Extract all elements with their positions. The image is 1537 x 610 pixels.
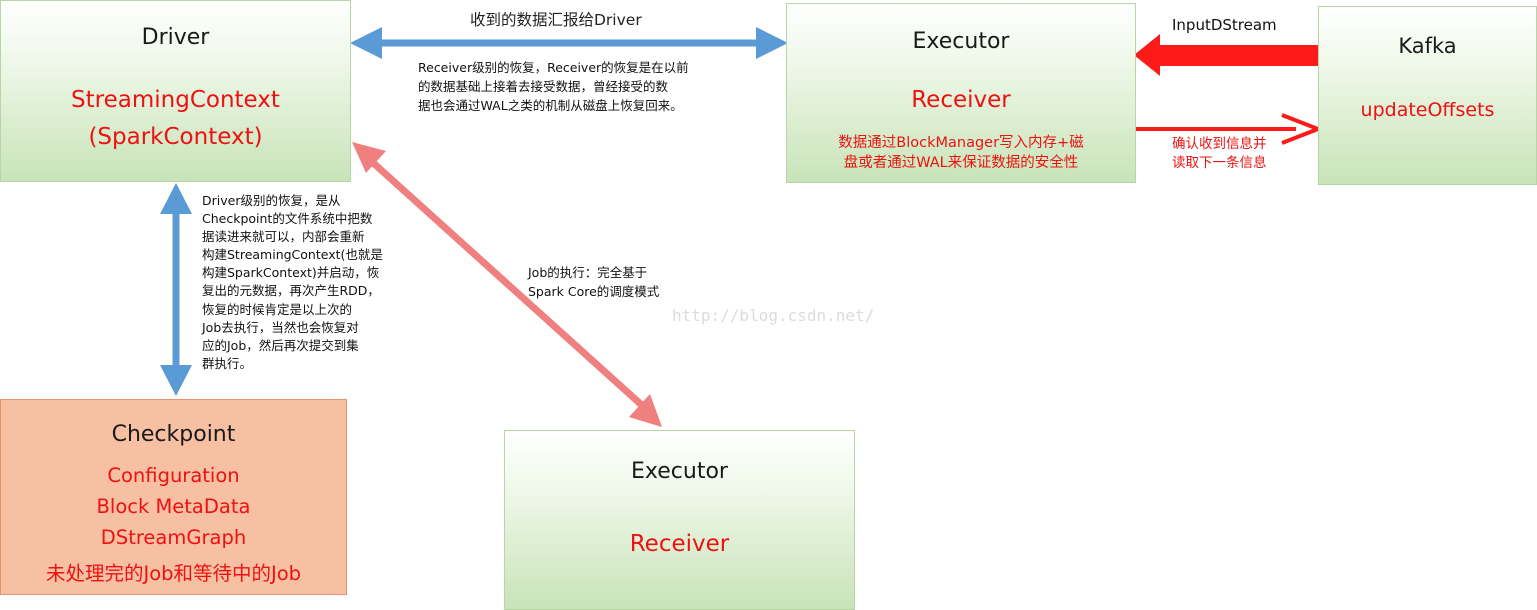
job-exec-line: Job的执行：完全基于 — [528, 265, 648, 280]
driver-recovery-line: 应的Job，然后再次提交到集 — [202, 337, 359, 353]
driver-recovery-line: 构建StreamingContext(也就是 — [202, 247, 383, 263]
checkpoint-item-dstreamgraph: DStreamGraph — [100, 526, 247, 549]
checkpoint-item-configuration: Configuration — [107, 464, 240, 487]
driver-recovery-line: 恢复的时候肯定是以上次的 — [202, 301, 353, 317]
input-dstream-label: InputDStream — [1172, 16, 1277, 34]
confirm-line: 读取下一条信息 — [1172, 155, 1267, 171]
confirm-note: 确认收到信息并 读取下一条信息 — [1172, 135, 1267, 173]
driver-recovery-line: 构建SparkContext)并启动，恢 — [202, 265, 380, 281]
driver-checkpoint-arrow — [160, 183, 192, 396]
driver-recovery-note: Driver级别的恢复，是从 Checkpoint的文件系统中把数 据读进来就可… — [202, 192, 383, 373]
executor-bottom-box: Executor Receiver — [504, 430, 855, 610]
executor-top-box: Executor Receiver 数据通过BlockManager写入内存+磁… — [786, 3, 1136, 183]
driver-recovery-line: 群执行。 — [202, 355, 253, 371]
executor-bottom-title: Executor — [631, 459, 728, 484]
driver-recovery-line: 据读进来就可以，内部会重新 — [202, 229, 365, 245]
driver-box: Driver StreamingContext (SparkContext) — [0, 0, 351, 182]
driver-recovery-line: Driver级别的恢复，是从 — [202, 193, 341, 208]
driver-recovery-line: Job去执行，当然也会恢复对 — [202, 319, 359, 335]
kafka-box: Kafka updateOffsets — [1318, 6, 1537, 185]
receiver-recovery-line: 的数据基础上接着去接受数据，曾经接受的数 — [418, 79, 669, 94]
kafka-title: Kafka — [1398, 34, 1457, 58]
checkpoint-item-block-metadata: Block MetaData — [96, 495, 251, 518]
driver-context-line1: StreamingContext — [71, 87, 280, 113]
job-exec-line: Spark Core的调度模式 — [528, 284, 660, 299]
driver-recovery-line: 复出的元数据，再次产生RDD， — [202, 283, 380, 299]
report-to-driver-label: 收到的数据汇报给Driver — [470, 11, 642, 29]
kafka-to-executor-arrow — [1134, 34, 1320, 76]
driver-executor-bottom-arrow — [352, 142, 662, 427]
job-exec-note: Job的执行：完全基于 Spark Core的调度模式 — [528, 263, 659, 301]
confirm-line: 确认收到信息并 — [1172, 136, 1267, 152]
checkpoint-item-pending-jobs: 未处理完的Job和等待中的Job — [45, 562, 302, 585]
executor-bottom-receiver: Receiver — [629, 531, 730, 557]
executor-top-title: Executor — [912, 29, 1010, 54]
checkpoint-box: Checkpoint Configuration Block MetaData … — [0, 399, 347, 595]
checkpoint-title: Checkpoint — [111, 422, 236, 447]
receiver-recovery-line: Receiver级别的恢复，Receiver的恢复是在以前 — [418, 60, 689, 75]
kafka-update-offsets: updateOffsets — [1360, 99, 1495, 121]
driver-title: Driver — [141, 25, 210, 50]
driver-context-line2: (SparkContext) — [88, 124, 263, 150]
executor-top-desc-line2: 盘或者通过WAL来保证数据的安全性 — [843, 155, 1079, 171]
executor-top-desc-line1: 数据通过BlockManager写入内存+磁 — [838, 135, 1084, 151]
receiver-recovery-note: Receiver级别的恢复，Receiver的恢复是在以前 的数据基础上接着去接… — [418, 58, 689, 115]
receiver-recovery-line: 据也会通过WAL之类的机制从磁盘上恢复回来。 — [418, 98, 683, 113]
executor-top-receiver: Receiver — [911, 87, 1011, 113]
driver-recovery-line: Checkpoint的文件系统中把数 — [202, 211, 373, 227]
driver-executor-arrow — [350, 27, 788, 59]
watermark: http://blog.csdn.net/ — [672, 306, 875, 325]
